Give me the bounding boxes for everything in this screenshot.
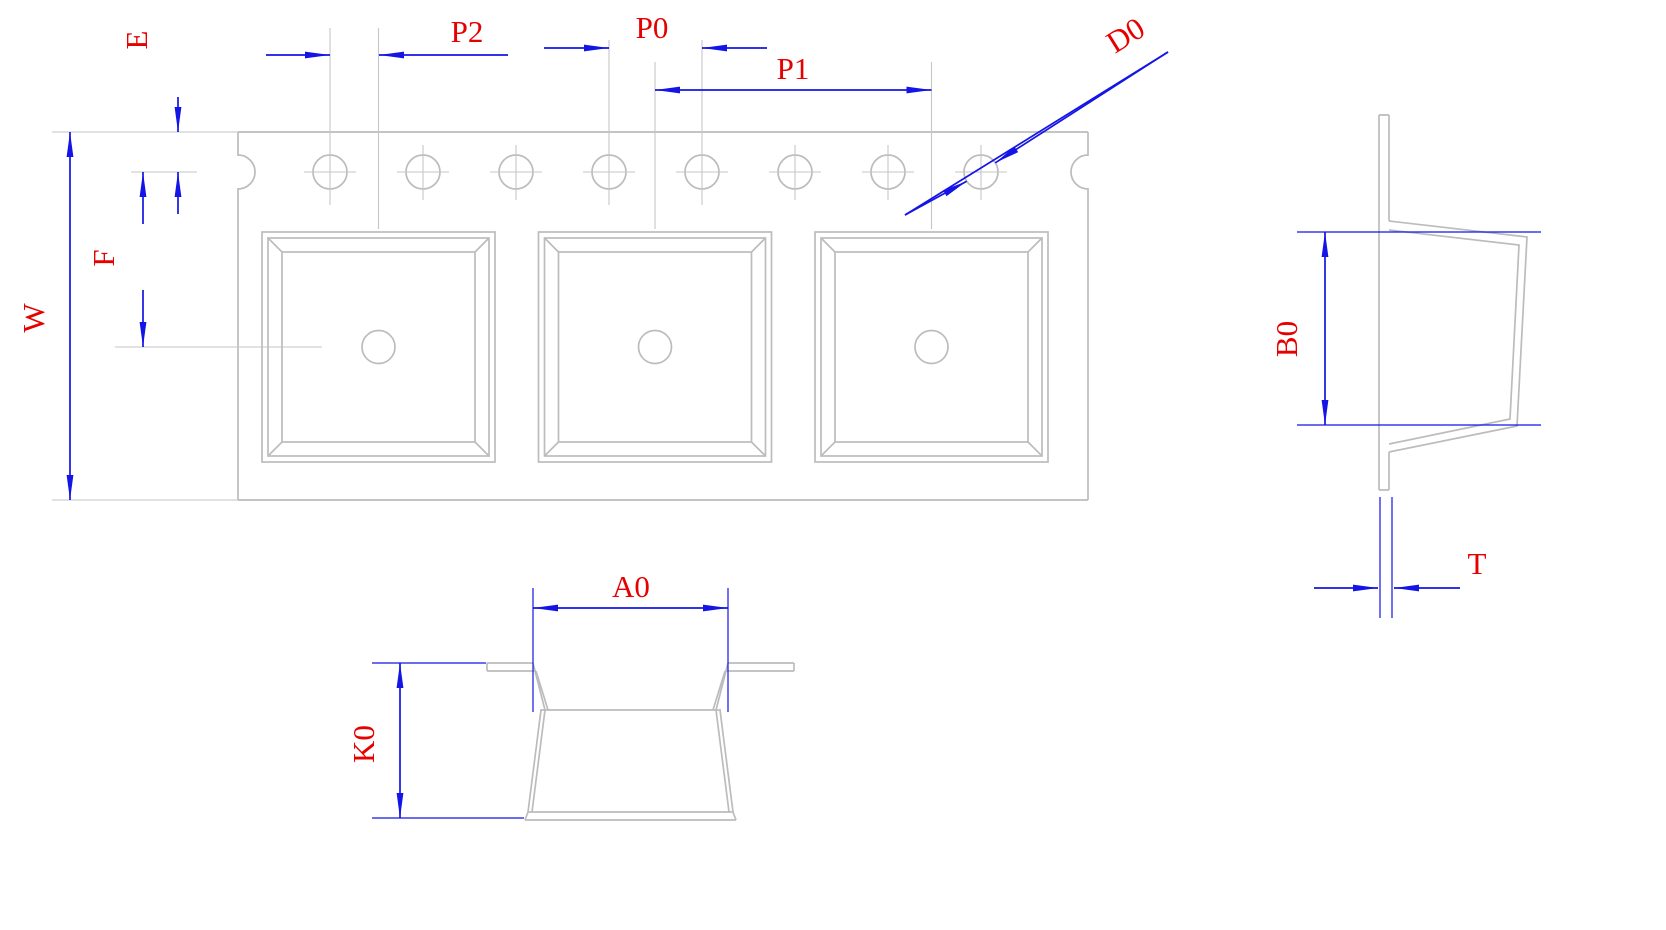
dim-p2: P2 — [266, 14, 508, 59]
dim-label-p2: P2 — [451, 14, 484, 49]
dim-label-b0: B0 — [1269, 321, 1304, 357]
tape-top-view — [52, 28, 1089, 501]
dim-label-f: F — [86, 249, 121, 266]
sprocket-hole-vertical-centerlines — [422, 145, 982, 200]
pocket-front-section — [486, 662, 795, 821]
dim-label-a0: A0 — [612, 569, 650, 604]
tape-outline — [237, 131, 1089, 501]
dim-t: T — [1314, 497, 1487, 618]
dim-d0-arrow-lower — [904, 180, 968, 216]
dim-b0: B0 — [1269, 231, 1541, 426]
pocket-3 — [814, 231, 1049, 463]
side-section-profile — [1378, 114, 1528, 491]
dim-label-p0: P0 — [636, 10, 669, 45]
dim-f: F — [86, 172, 147, 347]
dim-w: W — [16, 132, 74, 500]
dim-e: E — [119, 31, 182, 214]
dim-label-k0: K0 — [346, 725, 381, 763]
centerlines — [52, 28, 1007, 501]
dim-a0: A0 — [532, 569, 729, 712]
dim-label-e: E — [119, 31, 154, 50]
dim-label-w: W — [16, 303, 51, 333]
extension-centerlines — [329, 28, 933, 229]
front-section-profile — [486, 662, 795, 821]
dim-p1: P1 — [655, 51, 932, 94]
dim-k0: K0 — [346, 662, 524, 819]
dim-t-extension-lines — [1379, 497, 1393, 618]
dim-d0: D0 — [904, 10, 1169, 216]
left-extension-lines — [52, 131, 322, 501]
dim-label-p1: P1 — [777, 51, 810, 86]
pocket-2 — [537, 231, 773, 463]
dim-p0: P0 — [544, 10, 767, 52]
dim-b0-extension-lines — [1297, 231, 1541, 426]
dim-k0-extension-lines — [372, 662, 524, 819]
dim-label-d0: D0 — [1100, 10, 1151, 60]
dim-label-t: T — [1468, 546, 1487, 581]
dim-a0-extension-lines — [532, 588, 729, 712]
pocket-side-section — [1378, 114, 1528, 491]
dim-d0-arrow-upper — [994, 51, 1169, 164]
